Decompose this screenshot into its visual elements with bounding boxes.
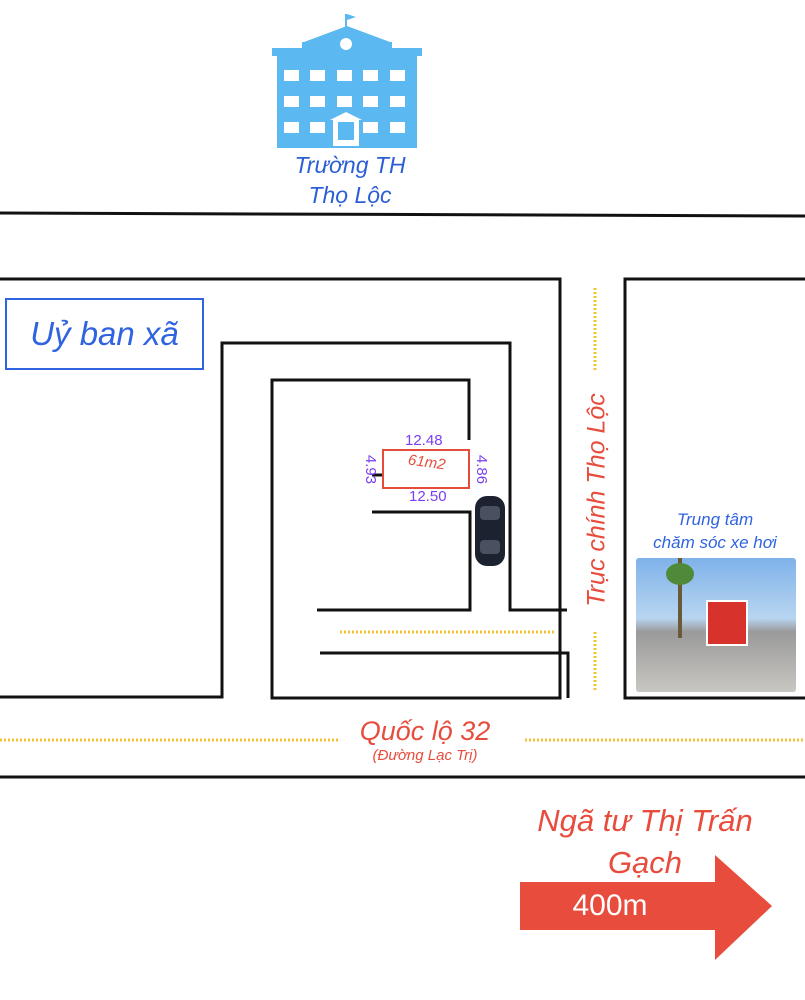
- school-label-line1: Trường TH: [294, 152, 406, 178]
- direction-arrow-icon: [520, 855, 772, 960]
- car-icon: [475, 496, 505, 566]
- car-center-line2: chăm sóc xe hơi: [653, 533, 777, 552]
- land-lot: [382, 449, 470, 489]
- lot-bottom-dimension: 12.50: [409, 488, 447, 505]
- lot-left-dimension: 4.93: [362, 454, 380, 485]
- distance-label: 400m: [572, 889, 648, 922]
- lot-right-dimension: 4.86: [473, 454, 491, 485]
- car-center-line1: Trung tâm: [676, 510, 754, 529]
- car-center-label: Trung tâm chăm sóc xe hơi: [630, 508, 800, 554]
- commune-office-label: Uỷ ban xã: [5, 298, 204, 370]
- school-label: Trường TH Thọ Lộc: [250, 150, 450, 210]
- lot-top-dimension: 12.48: [405, 432, 443, 449]
- highway-alt-name: (Đường Lạc Trị): [372, 747, 478, 764]
- highway-label: Quốc lộ 32 (Đường Lạc Trị): [340, 715, 510, 765]
- highway-name: Quốc lộ 32: [359, 716, 491, 746]
- car-care-shop-photo: [636, 558, 796, 692]
- school-label-line2: Thọ Lộc: [308, 182, 392, 208]
- road-label-vertical: Trục chính Thọ Lộc: [582, 393, 611, 607]
- destination-label: Ngã tư Thị Trấn Gạch: [537, 803, 753, 880]
